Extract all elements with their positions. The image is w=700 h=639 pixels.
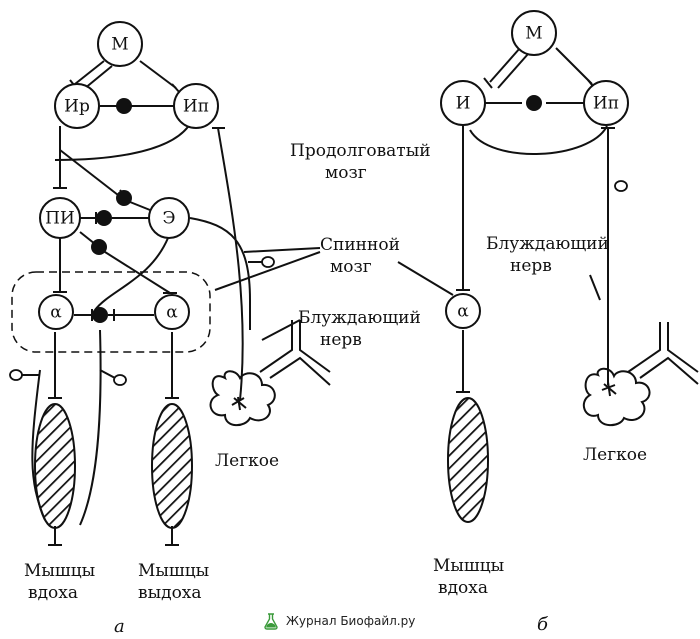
a-inhibitory-pi-alpha (91, 239, 107, 255)
b-muscle-label-line1: Мышцы (433, 556, 504, 576)
a-lung-label: Легкое (215, 451, 279, 471)
b-label-m: М (525, 24, 542, 44)
b-lung-shape (582, 367, 651, 427)
b-label-ip: Ип (593, 94, 619, 114)
a-muscle-receptor-left (9, 369, 23, 381)
b-ip-curve (469, 125, 608, 155)
a-label-m: М (111, 35, 128, 55)
b-node-m (511, 10, 557, 56)
a-inhibitory-ir-ip (116, 98, 132, 114)
a-inhibitory-alpha (92, 307, 108, 323)
a-label-alpha-right: α (166, 303, 178, 323)
b-m-i-connection (489, 47, 521, 83)
a-inhibitory-pi-e (96, 210, 112, 226)
a-ir-e-connection (59, 149, 119, 196)
a-label-e: Э (162, 209, 175, 229)
a-vagus-nerve (217, 127, 244, 401)
b-vagus-receptor (614, 180, 628, 192)
a-node-pi (39, 197, 81, 239)
a-label-ir: Ир (64, 97, 90, 117)
a-medulla-label-line1: Продолговатый (290, 141, 431, 161)
b-node-alpha (445, 293, 481, 329)
a-inspir-label-line2: вдоха (28, 583, 78, 603)
b-inspiratory-muscle (447, 397, 489, 523)
b-bronchi (627, 322, 699, 373)
b-lung-label: Легкое (583, 445, 647, 465)
a-node-alpha-right (154, 294, 190, 330)
a-node-ir (54, 83, 100, 129)
a-label-ip: Ип (183, 97, 209, 117)
a-node-m (97, 21, 143, 67)
a-inhibitory-ir-e (116, 190, 132, 206)
a-ip-curve (54, 123, 191, 161)
a-expir-label-line2: выдоха (138, 583, 202, 603)
a-muscle-afferent-2 (79, 329, 102, 526)
a-e-axon (189, 217, 251, 330)
a-medulla-label-line2: мозг (325, 163, 367, 183)
flask-leaf-icon (264, 613, 278, 630)
inhibitory-neurons (91, 95, 542, 323)
b-node-ip (583, 80, 629, 126)
a-inspiratory-muscle (34, 403, 76, 529)
b-label-alpha: α (457, 302, 469, 322)
a-spinal-leader (243, 247, 321, 253)
b-spinal-leader (397, 261, 454, 296)
watermark[interactable]: Журнал Биофайл.ру (262, 612, 415, 630)
a-spinal-cord-region (11, 271, 211, 353)
a-node-ip (173, 83, 219, 129)
a-vagus-label-line1: Блуждающий (298, 308, 421, 328)
a-bronchi (259, 320, 331, 373)
a-node-e (148, 197, 190, 239)
a-label-alpha-left: α (50, 303, 62, 323)
a-vagus-leader (261, 319, 301, 341)
a-vagus-label-line2: нерв (320, 330, 362, 350)
b-vagus-leader (589, 274, 601, 301)
b-label-i: И (456, 94, 471, 114)
a-node-alpha-left (38, 294, 74, 330)
a-spinal-label-line1: Спинной (320, 235, 400, 255)
a-m-ip-connection (139, 60, 177, 89)
a-spinal-label-line2: мозг (330, 257, 372, 277)
watermark-text: Журнал Биофайл.ру (286, 614, 416, 628)
b-vagus-label-line2: нерв (510, 256, 552, 276)
panel-b-label: б (537, 614, 549, 635)
a-lung-shape (209, 370, 276, 427)
a-vagus-receptor (261, 256, 275, 268)
b-m-ip-connection (555, 47, 593, 85)
panel-a-label: а (114, 616, 125, 637)
b-inhibitory-i-ip (526, 95, 542, 111)
a-label-pi: ПИ (45, 209, 75, 229)
a-pi-alpha-right (79, 231, 96, 245)
a-e-alpha-left (94, 237, 169, 311)
a-m-ir-connection (74, 60, 105, 85)
b-node-i (440, 80, 486, 126)
a-expiratory-muscle (151, 403, 193, 529)
a-inspir-label-line1: Мышцы (24, 561, 95, 581)
b-vagus-label-line1: Блуждающий (486, 234, 609, 254)
a-expir-label-line1: Мышцы (138, 561, 209, 581)
a-muscle-receptor-right (113, 374, 127, 386)
b-muscle-label-line2: вдоха (438, 578, 488, 598)
